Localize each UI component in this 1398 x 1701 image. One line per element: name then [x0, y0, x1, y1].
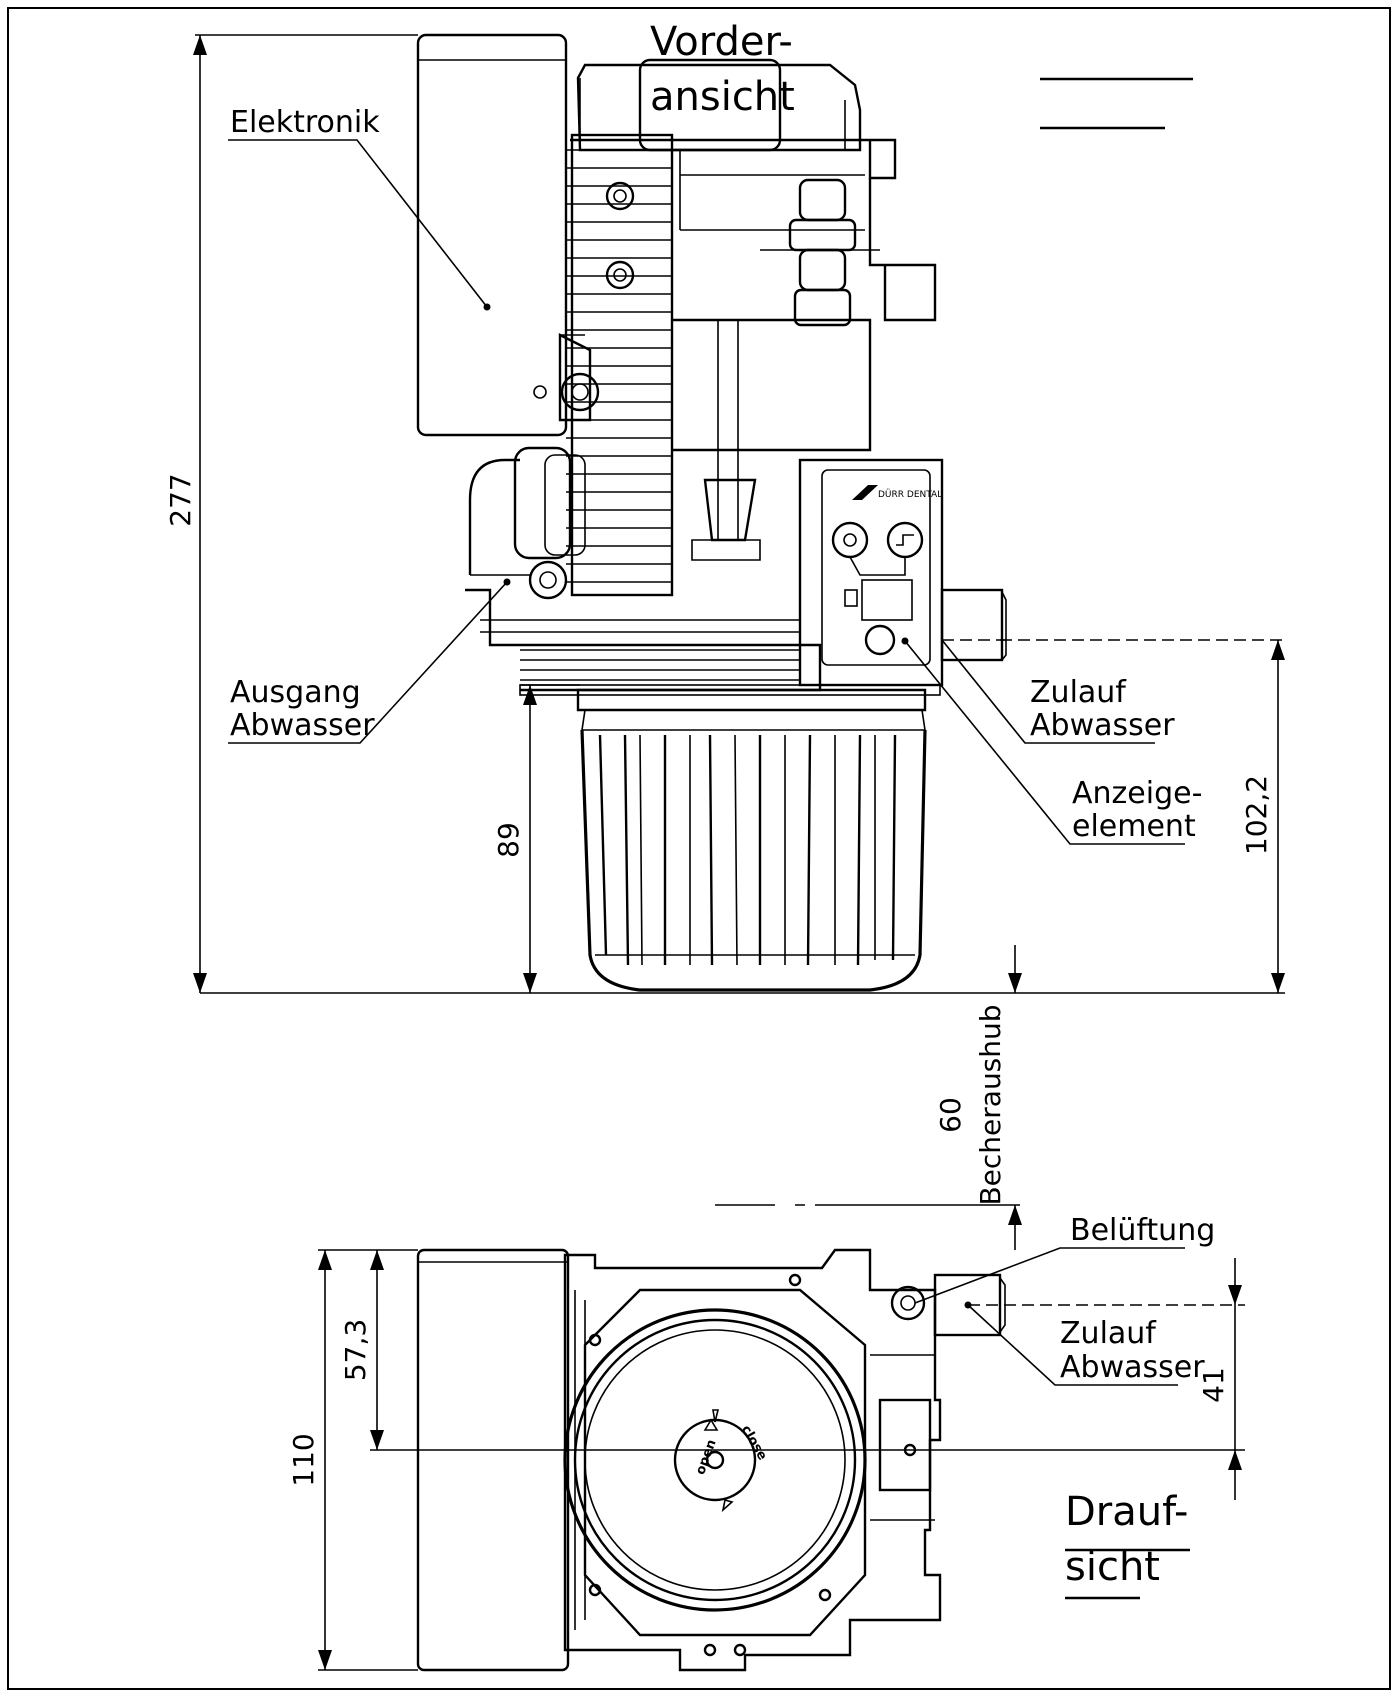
label-zulauf-front-line2: Abwasser — [1030, 708, 1175, 743]
front-view-title-line2: ansicht — [650, 74, 795, 120]
indicator-element — [864, 624, 896, 656]
pump-housing — [672, 318, 872, 452]
dim-cup-lift-label: Becheraushub — [974, 1004, 1007, 1205]
dim-total-height: 277 — [164, 473, 197, 526]
label-zulauf-front-line1: Zulauf — [1030, 675, 1127, 710]
open-close-dial: open close — [673, 1409, 770, 1513]
clamp-screws — [533, 333, 600, 422]
display-panel: DÜRR DENTAL — [798, 458, 944, 687]
heat-sink — [566, 133, 674, 597]
electronics-box — [416, 33, 568, 437]
cup-outer-circle — [563, 1308, 867, 1612]
dial-open-text: open — [693, 1438, 720, 1477]
front-dimensions: 277 89 102,2 60 Becheraushub — [164, 34, 1285, 1250]
inlet-nozzle — [940, 588, 1007, 662]
motor-cap — [638, 58, 782, 152]
brand-logo-text: DÜRR DENTAL — [878, 489, 942, 500]
label-ausgang-line1: Ausgang — [230, 675, 361, 710]
top-labels: Belüftung Zulauf Abwasser Drauf- sicht — [914, 1213, 1215, 1600]
front-view: DÜRR DENTAL — [200, 33, 1020, 994]
top-view: open close — [416, 1248, 1006, 1672]
label-belueftung: Belüftung — [1070, 1213, 1215, 1248]
label-anzeige-line2: element — [1072, 809, 1196, 844]
label-ausgang-line2: Abwasser — [230, 708, 375, 743]
ventilation-port — [890, 1285, 926, 1321]
dim-cup-height: 89 — [492, 822, 525, 858]
top-view-title-line1: Drauf- — [1065, 1489, 1188, 1535]
label-zulauf-top-line1: Zulauf — [1060, 1316, 1157, 1351]
front-labels: Vorder- ansicht Elektronik Ausgang Abwas… — [228, 19, 1202, 845]
top-view-title-line2: sicht — [1065, 1544, 1160, 1590]
top-body-outline — [563, 1248, 942, 1672]
sheet-border — [7, 7, 1391, 1690]
dial-close-text: close — [738, 1423, 770, 1463]
top-dimensions: 110 57,3 41 — [287, 1249, 1245, 1671]
dim-inlet-height: 102,2 — [1240, 775, 1273, 855]
dim-top-width: 110 — [287, 1433, 320, 1486]
right-bracket — [868, 178, 937, 322]
electronics-box-top — [416, 1248, 570, 1672]
collecting-cup — [576, 688, 927, 992]
lower-body — [465, 588, 822, 692]
label-elektronik: Elektronik — [230, 105, 380, 140]
label-anzeige-line1: Anzeige- — [1072, 776, 1202, 811]
outlet-elbow — [468, 446, 586, 600]
dim-top-half: 57,3 — [339, 1319, 372, 1381]
label-zulauf-top-line2: Abwasser — [1060, 1350, 1205, 1385]
dim-top-offset: 41 — [1197, 1367, 1230, 1403]
pipe-coupling — [760, 178, 880, 327]
dim-cup-lift-value: 60 — [934, 1097, 967, 1133]
cup-flange — [583, 1288, 867, 1637]
front-view-title-line1: Vorder- — [650, 19, 793, 65]
